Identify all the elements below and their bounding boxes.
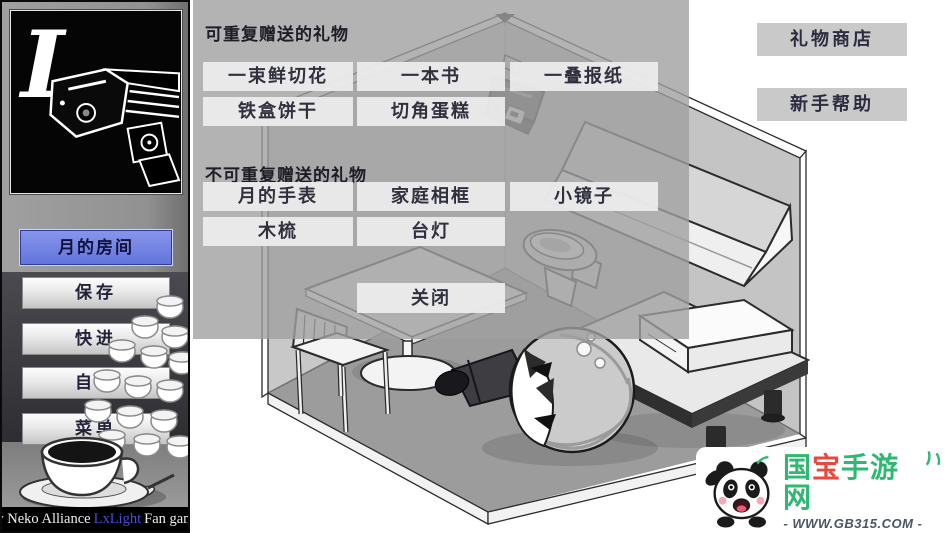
fast-forward-button[interactable]: 快进 xyxy=(22,323,170,355)
gift-button-newspapers[interactable]: 一叠报纸 xyxy=(510,62,658,91)
unique-gifts-heading: 不可重复赠送的礼物 xyxy=(205,166,367,185)
save-button[interactable]: 保存 xyxy=(22,277,170,309)
credit-prefix: by Neko Alliance xyxy=(2,510,91,527)
site-name-char1: 国 xyxy=(783,452,813,483)
gift-button-watch[interactable]: 月的手表 xyxy=(203,182,353,211)
gift-button-mirror[interactable]: 小镜子 xyxy=(510,182,658,211)
camera-illustration: L xyxy=(9,9,183,195)
gift-panel-backdrop xyxy=(193,0,689,339)
gift-button-comb[interactable]: 木梳 xyxy=(203,217,353,246)
gift-shop-button[interactable]: 礼物商店 xyxy=(757,23,907,56)
gift-button-lamp[interactable]: 台灯 xyxy=(357,217,505,246)
sidebar-coffee-section xyxy=(2,442,188,507)
gift-button-cake[interactable]: 切角蛋糕 xyxy=(357,97,505,126)
character xyxy=(434,326,658,466)
gift-button-flowers[interactable]: 一束鲜切花 xyxy=(203,62,353,91)
site-name: 国宝手游网 xyxy=(783,453,923,513)
menu-button[interactable]: 菜单 xyxy=(22,413,170,445)
site-name-rest: 手游网 xyxy=(783,452,900,513)
panda-logo-icon xyxy=(705,456,770,528)
gift-button-photo-frame[interactable]: 家庭相框 xyxy=(357,182,505,211)
bamboo-leaves-icon xyxy=(925,451,940,466)
watermark-text: 国宝手游网 - WWW.GB315.COM - xyxy=(783,453,923,532)
repeatable-gifts-heading: 可重复赠送的礼物 xyxy=(205,25,349,44)
camera-illustration-svg: L xyxy=(11,10,181,192)
credit-bar: by Neko Alliance LxLight Fan game xyxy=(2,507,188,531)
gift-button-biscuits[interactable]: 铁盒饼干 xyxy=(203,97,353,126)
gift-button-book[interactable]: 一本书 xyxy=(357,62,505,91)
site-name-char2: 宝 xyxy=(812,452,842,483)
close-button[interactable]: 关闭 xyxy=(357,283,505,313)
room-button[interactable]: 月的房间 xyxy=(20,230,172,265)
site-watermark: 国宝手游网 - WWW.GB315.COM - xyxy=(696,447,948,533)
credit-highlight: LxLight xyxy=(93,510,142,527)
auto-button[interactable]: 自动 xyxy=(22,367,170,399)
sidebar: L 月的房间 保存 快进 自动 菜单 xyxy=(0,0,190,533)
credit-suffix: Fan game xyxy=(144,510,188,527)
site-url: - WWW.GB315.COM - xyxy=(783,516,923,531)
help-button[interactable]: 新手帮助 xyxy=(757,88,907,121)
